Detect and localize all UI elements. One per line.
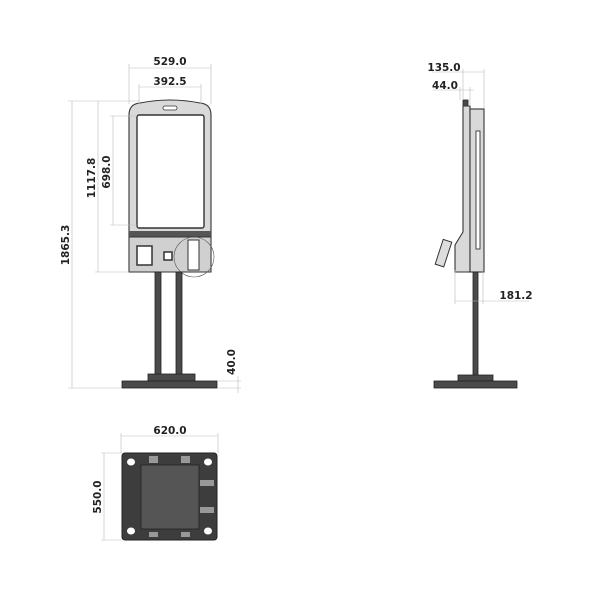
dim-head-depth: 135.0 — [427, 62, 485, 108]
side-plinth — [457, 374, 494, 382]
dim-label: 392.5 — [153, 76, 186, 88]
dim-label: 1865.3 — [60, 225, 72, 266]
dim-label: 44.0 — [432, 80, 458, 92]
dim-base-thickness: 40.0 — [217, 349, 241, 393]
post-left — [154, 271, 162, 376]
top-view: 620.0 550.0 — [92, 425, 219, 541]
dim-label: 135.0 — [427, 62, 460, 74]
mount-hole-icon — [204, 527, 212, 535]
side-base — [433, 380, 518, 389]
dim-label: 529.0 — [153, 56, 186, 68]
dim-screen-height: 698.0 — [101, 115, 137, 226]
rib — [181, 532, 190, 537]
kiosk-side-body — [454, 105, 471, 273]
back-slot — [475, 130, 481, 250]
dim-top-depth: 44.0 — [432, 80, 474, 106]
dim-label: 181.2 — [499, 290, 532, 302]
dim-overall-height: 1865.3 — [60, 100, 140, 389]
card-reader — [163, 251, 173, 261]
mount-hole-icon — [127, 527, 135, 535]
rib — [181, 456, 190, 463]
mount-hole-icon — [204, 458, 212, 466]
dim-base-width: 620.0 — [120, 425, 219, 453]
dim-label: 550.0 — [92, 480, 104, 513]
side-view: 135.0 44.0 181.2 — [427, 62, 533, 389]
dim-label: 1117.8 — [86, 158, 98, 199]
scanner-window — [136, 245, 153, 266]
dim-screen-width: 392.5 — [138, 76, 202, 104]
dim-overall-width: 529.0 — [128, 56, 212, 104]
base-plinth — [147, 373, 196, 382]
printer-bracket — [434, 238, 453, 268]
lower-panel-divider — [129, 231, 211, 237]
mount-hole-icon — [127, 458, 135, 466]
printer-slot — [187, 239, 200, 271]
base-center-plate — [140, 464, 200, 530]
dim-label: 620.0 — [153, 425, 186, 437]
base-plate — [121, 380, 218, 389]
rib — [200, 480, 214, 486]
dim-label: 698.0 — [101, 155, 113, 188]
printer-detail-circle — [173, 236, 215, 278]
dim-bracket-depth: 181.2 — [454, 270, 533, 304]
rib — [149, 532, 158, 537]
post-right — [175, 271, 183, 376]
rib — [149, 456, 158, 463]
dim-base-depth: 550.0 — [92, 452, 122, 541]
dim-label: 40.0 — [226, 349, 238, 375]
front-view: 529.0 392.5 1865.3 1117.8 698.0 40.0 — [60, 56, 241, 393]
pole — [472, 271, 479, 377]
rib — [200, 507, 214, 513]
screen — [136, 114, 205, 229]
dim-head-height: 1117.8 — [86, 101, 129, 273]
camera-bar — [162, 105, 178, 111]
